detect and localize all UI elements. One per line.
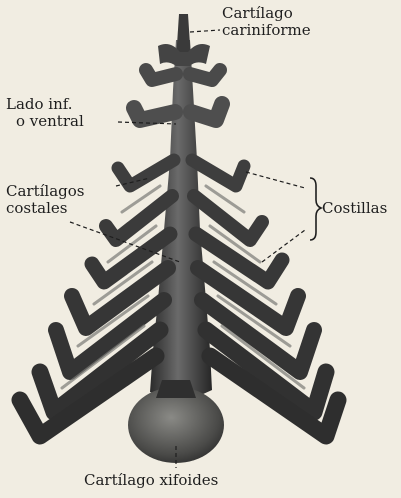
rib-left-2 [134,108,175,120]
xiphoid-cartilage [128,387,224,463]
label-cariniform-cartilage: Cartílago cariniforme [222,5,311,39]
label-ribs-text: Costillas [322,200,387,217]
sternal-body [150,40,212,400]
label-costal-cartilages: Cartílagos costales [6,183,85,217]
ribs-bracket [310,178,321,240]
label-lower-side-line1: Lado inf. [6,96,84,113]
leader-carina [190,30,220,32]
label-lower-side-line2: o ventral [6,113,84,130]
label-costal-line1: Cartílagos [6,183,85,200]
rib-right-2 [191,104,222,120]
label-xiphoid-cartilage: Cartílago xifoides [84,472,218,489]
rib-right-1 [190,70,220,80]
rib-right-3 [192,160,244,186]
label-lower-side: Lado inf. o ventral [6,96,84,130]
label-xiphoid-text: Cartílago xifoides [84,472,218,489]
xiphoid-neck [156,380,196,398]
label-cariniform-line2: cariniforme [222,22,311,39]
rib-left-3 [118,160,174,186]
label-cariniform-line1: Cartílago [222,5,311,22]
label-ribs: Costillas [322,200,387,217]
rib-left-1 [146,70,176,80]
leader-ribs-1 [246,172,305,188]
label-costal-line2: costales [6,200,85,217]
